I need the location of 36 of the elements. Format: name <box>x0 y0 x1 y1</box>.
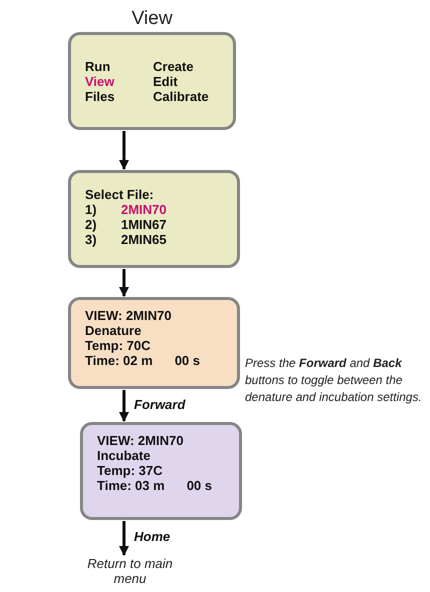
temperature-value: Temp: 37C <box>97 463 162 478</box>
file-name: 2MIN65 <box>121 232 168 247</box>
time-value: Time: 03 m <box>97 478 165 493</box>
time-value: 00 s <box>186 478 212 493</box>
screen-box <box>68 170 240 268</box>
edge-label: Home <box>134 529 170 544</box>
menu-item: Edit <box>153 74 179 89</box>
time-value: Time: 02 m <box>85 353 153 368</box>
menu-item: Calibrate <box>153 89 210 104</box>
screen-heading: VIEW: 2MIN70 <box>85 308 172 323</box>
arrow <box>118 269 130 298</box>
menu-item: Create <box>153 59 194 74</box>
step-name: Incubate <box>97 448 150 463</box>
menu-item: Files <box>85 89 116 104</box>
instruction-note: Press the Forward and Back buttons to toggle between the denature and incubation settings. <box>245 355 423 406</box>
screen-heading: Select File: <box>85 187 154 202</box>
arrow <box>118 521 130 556</box>
list-number: 3) <box>85 232 98 247</box>
screen-box <box>68 32 236 130</box>
note-text: Return to main menu <box>70 556 190 592</box>
file-name: 2MIN70 <box>121 202 168 217</box>
temperature-value: Temp: 70C <box>85 338 150 353</box>
title: View <box>130 8 174 30</box>
screen-heading: VIEW: 2MIN70 <box>97 433 184 448</box>
screen-box <box>80 422 242 520</box>
list-number: 2) <box>85 217 98 232</box>
list-number: 1) <box>85 202 98 217</box>
arrow <box>118 390 130 422</box>
time-value: 00 s <box>174 353 200 368</box>
menu-item: Run <box>85 59 112 74</box>
edge-label: Forward <box>134 396 186 412</box>
screen-box <box>68 297 240 389</box>
arrow <box>118 131 130 170</box>
file-name: 1MIN67 <box>121 217 168 232</box>
step-name: Denature <box>85 323 142 338</box>
menu-item: View <box>85 74 116 89</box>
